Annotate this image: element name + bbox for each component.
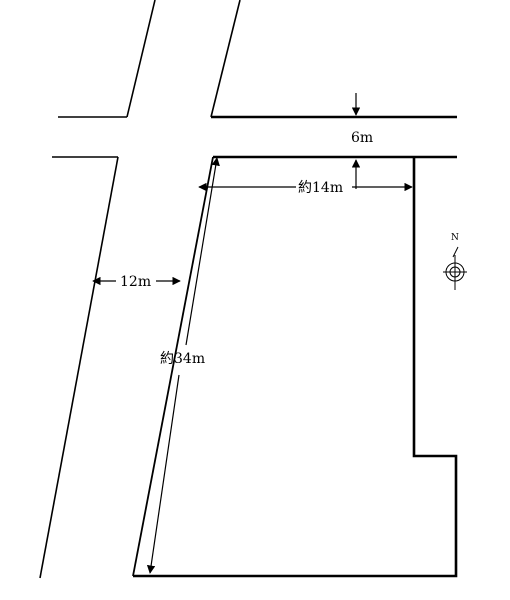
label-14m: 約14m [298,180,343,196]
dim-34m-line-lower [146,374,180,574]
dimension-labels: 6m 約14m 12m 約34m [120,130,373,367]
west-road-upper-right-edge [210,0,241,118]
west-road-upper-left-edge [126,0,156,118]
dimension-lines [92,93,413,574]
label-12m: 12m [120,274,151,290]
lot-outline [133,155,458,578]
lot-west-edge [132,156,214,577]
label-34m: 約34m [160,351,205,367]
label-6m: 6m [351,130,373,146]
dim-34m-line-upper [185,157,220,346]
north-compass-icon: N [443,233,467,290]
roads [39,0,241,579]
lot-boundary [132,115,458,578]
west-road-lower-left-edge [39,156,119,579]
compass-n-label: N [451,233,459,243]
